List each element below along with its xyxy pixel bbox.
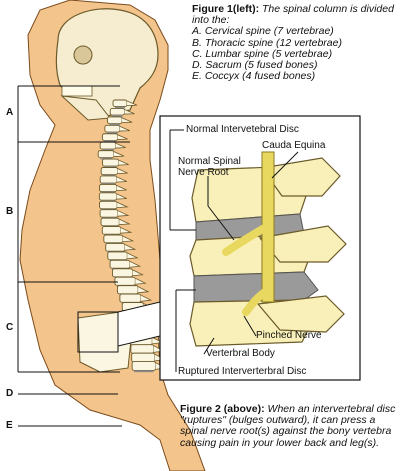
segment-label-d: D	[6, 388, 13, 399]
inset-vertebrae	[190, 152, 346, 346]
label-nerve-root-line1: Normal Spinal	[178, 156, 241, 167]
figure-1-item: A. Cervical spine (7 vertebrae)	[192, 26, 400, 37]
vertebra	[101, 168, 117, 175]
teeth	[62, 86, 92, 96]
label-cauda-equina: Cauda Equina	[262, 140, 325, 151]
figure-2-title: Figure 2 (above):	[180, 403, 265, 415]
vertebra	[100, 210, 118, 217]
vertebra	[102, 134, 117, 141]
vertebra	[102, 227, 121, 235]
vertebra	[113, 100, 127, 107]
intervertebral-disc	[134, 370, 153, 372]
vertebra	[110, 108, 124, 115]
segment-label-e: E	[6, 420, 13, 431]
vertebra	[112, 269, 132, 277]
vertebra	[132, 353, 155, 362]
segment-label-b: B	[6, 206, 13, 217]
segment-label-c: C	[6, 322, 13, 333]
label-pinched-nerve: Pinched Nerve	[256, 330, 322, 341]
vertebra	[106, 243, 125, 251]
vertebra	[103, 159, 119, 166]
vertebra	[131, 345, 154, 354]
vertebra	[108, 252, 127, 260]
vertebra	[100, 142, 116, 149]
eye-socket	[74, 46, 92, 64]
vertebra	[99, 193, 116, 200]
vertebra	[98, 151, 114, 158]
vertebra	[120, 294, 141, 302]
label-vertebral-body: Verterbral Body	[206, 348, 275, 359]
label-normal-disc: Normal Intervetebral Disc	[186, 124, 299, 135]
vertebra	[110, 260, 130, 268]
vertebra	[105, 125, 120, 132]
figure-1-title: Figure 1(left):	[192, 3, 259, 15]
figure-1-item: E. Coccyx (4 fused bones)	[192, 71, 400, 82]
segment-label-a: A	[6, 107, 13, 118]
label-ruptured-disc: Ruptured Interverterbral Disc	[178, 366, 306, 377]
vertebra	[132, 362, 155, 371]
figure-2-caption: Figure 2 (above): When an intervertebral…	[180, 404, 402, 449]
vertebra	[100, 184, 117, 191]
vertebra	[115, 277, 135, 285]
label-nerve-root-line2: Nerve Root	[178, 167, 229, 178]
vertebra	[104, 235, 123, 243]
vertebra	[100, 201, 118, 208]
vertebra	[107, 117, 122, 124]
vertebra	[100, 176, 117, 183]
figure-1-caption: Figure 1(left): The spinal column is div…	[192, 4, 400, 82]
vertebra	[101, 218, 119, 226]
vertebra	[117, 286, 138, 294]
